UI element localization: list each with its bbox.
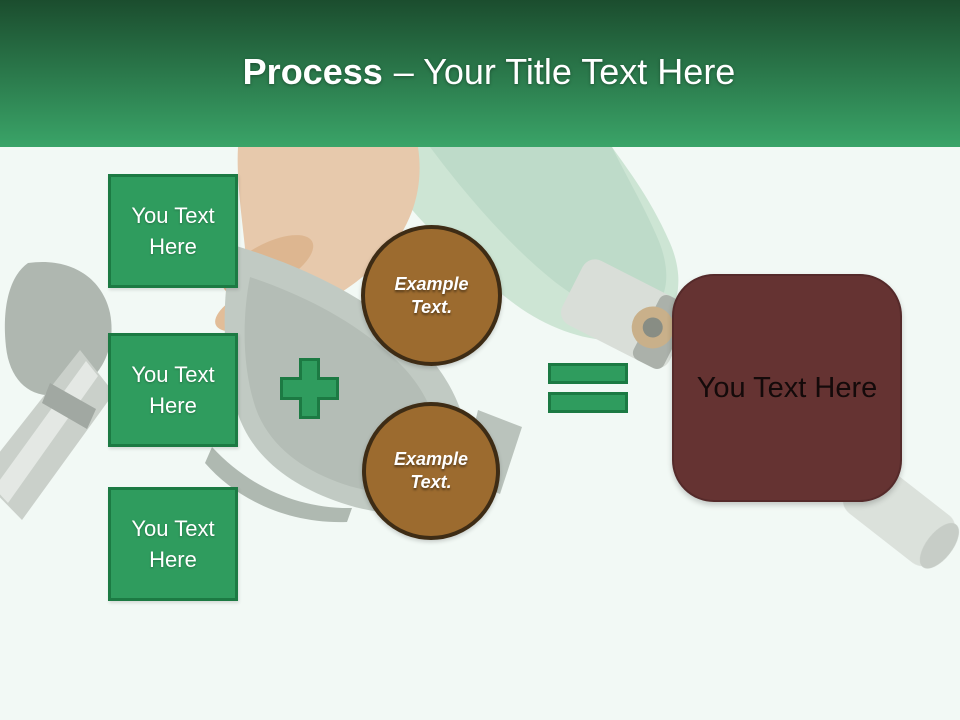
process-step-label: You Text Here <box>131 516 215 572</box>
process-step-label: You Text Here <box>131 362 215 418</box>
slide-title-regular: – Your Title Text Here <box>393 51 736 92</box>
process-step-box-1: You Text Here <box>108 174 238 288</box>
slide-title: Process– Your Title Text Here <box>0 50 960 94</box>
background-photo-fuel-nozzle <box>0 147 959 569</box>
process-step-label: You Text Here <box>131 203 215 259</box>
slide-header: Process– Your Title Text Here <box>0 0 960 147</box>
example-circle-label: Example Text. <box>394 273 469 317</box>
equals-icon <box>548 363 628 413</box>
example-circle-1: Example Text. <box>361 225 502 366</box>
process-step-box-3: You Text Here <box>108 487 238 601</box>
plus-icon <box>280 358 339 419</box>
result-box: You Text Here <box>672 274 902 502</box>
example-circle-label: Example Text. <box>393 449 469 492</box>
slide-title-bold: Process <box>242 51 383 92</box>
result-box-label: You Text Here <box>696 371 878 404</box>
process-step-box-2: You Text Here <box>108 333 238 447</box>
example-circle-2: Example Text. <box>362 402 500 540</box>
